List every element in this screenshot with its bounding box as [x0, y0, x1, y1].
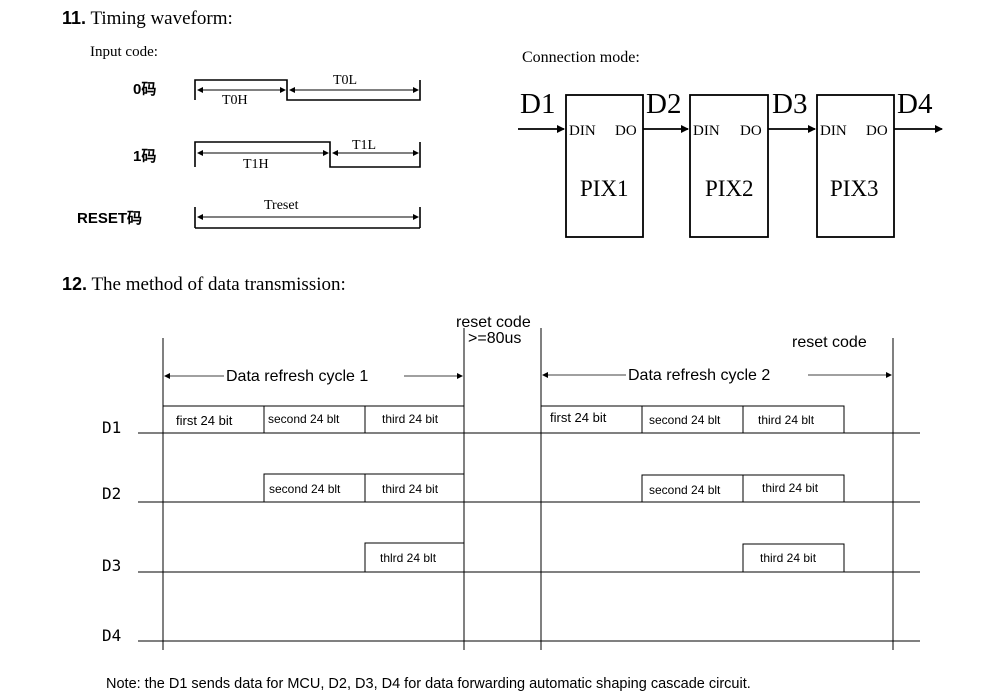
cycle2-label: Data refresh cycle 2 [628, 367, 770, 384]
data-block [364, 473, 465, 503]
code-1-name: 1码 [133, 148, 156, 165]
reset-code-label-2: reset code [792, 334, 867, 351]
pix2-do: DO [740, 123, 762, 139]
block-label: second 24 blt [269, 482, 341, 496]
cycle1-label-bg [224, 365, 404, 385]
signal-d3: D3 [772, 88, 807, 120]
signal-d1: D1 [520, 88, 555, 120]
cycle2-d3-blocks: third 24 bit [742, 543, 845, 573]
pix3-name: PIX3 [830, 176, 879, 201]
data-block [742, 543, 845, 573]
pix1-box [565, 94, 644, 238]
pix2-box [689, 94, 769, 238]
t0l-label: T0L [333, 73, 357, 88]
data-block [364, 542, 465, 573]
line-label-d1: D1 [102, 418, 121, 437]
signal-d2: D2 [646, 88, 681, 120]
t0h-label: T0H [222, 93, 248, 108]
block-label: second 24 blt [649, 483, 721, 497]
reset-duration-label: >=80us [468, 330, 521, 347]
block-label: third 24 bit [382, 412, 439, 426]
section-12-heading: 12. The method of data transmission: [62, 274, 346, 295]
data-block [364, 405, 465, 434]
pix2-din: DIN [693, 123, 720, 139]
input-code-label: Input code: [90, 44, 158, 60]
pix1-do: DO [615, 123, 637, 139]
code-0-name: 0码 [133, 81, 156, 98]
pix1-din: DIN [569, 123, 596, 139]
transmission-diagram: reset code >=80us reset code Data refres… [102, 314, 920, 650]
reset-code-name: RESET码 [77, 210, 142, 227]
block-label: first 24 bit [176, 413, 233, 428]
line-label-d2: D2 [102, 484, 121, 503]
t1l-label: T1L [352, 138, 376, 153]
cycle1-d3-blocks: thlrd 24 blt [364, 542, 465, 573]
section-11-number: 11. [62, 8, 86, 28]
footnote: Note: the D1 sends data for MCU, D2, D3,… [106, 676, 751, 692]
line-label-d4: D4 [102, 626, 121, 645]
code-0-signal [194, 79, 421, 101]
section-11-title: Timing waveform: [86, 8, 233, 29]
data-block [742, 405, 845, 434]
section-12-title: The method of data transmission: [87, 274, 346, 295]
code-0-waveform: 0码 T0H T0L [133, 73, 421, 108]
cycle2-label-bg [626, 364, 808, 384]
connection-mode-label: Connection mode: [522, 49, 640, 66]
line-label-d3: D3 [102, 556, 121, 575]
block-label: second 24 blt [268, 412, 340, 426]
block-label: third 24 bit [760, 551, 817, 565]
cycle2-d2-blocks: second 24 blt third 24 bit [641, 474, 845, 503]
cycle1-d2-blocks: second 24 blt third 24 bit [263, 473, 465, 503]
section-11-heading: 11. Timing waveform: [62, 8, 233, 29]
block-label: thlrd 24 blt [380, 551, 437, 565]
cascade-diagram: D1 D2 D3 D4 DIN DO DIN DO DIN DO PIX1 PI… [518, 88, 943, 238]
pix2-name: PIX2 [705, 176, 754, 201]
code-1-waveform: 1码 T1H T1L [133, 138, 421, 172]
reset-code-label-1: reset code [456, 314, 531, 331]
pix3-do: DO [866, 123, 888, 139]
block-label: third 24 bit [762, 481, 819, 495]
t1h-label: T1H [243, 157, 269, 172]
data-block [742, 474, 845, 503]
treset-label: Treset [264, 198, 299, 213]
pix3-din: DIN [820, 123, 847, 139]
block-label: third 24 blt [758, 413, 815, 427]
pix1-name: PIX1 [580, 176, 629, 201]
block-label: first 24 bit [550, 410, 607, 425]
section-12-number: 12. [62, 274, 87, 294]
pix3-box [816, 94, 895, 238]
code-1-signal [194, 141, 421, 168]
block-label: third 24 bit [382, 482, 439, 496]
block-label: second 24 blt [649, 413, 721, 427]
reset-waveform: RESET码 Treset [77, 198, 421, 229]
cycle1-d1-blocks: first 24 bit second 24 blt third 24 bit [162, 405, 465, 434]
signal-d4: D4 [897, 88, 933, 120]
cycle1-label: Data refresh cycle 1 [226, 368, 368, 385]
cycle2-d1-blocks: first 24 bit second 24 blt third 24 blt [540, 405, 845, 434]
